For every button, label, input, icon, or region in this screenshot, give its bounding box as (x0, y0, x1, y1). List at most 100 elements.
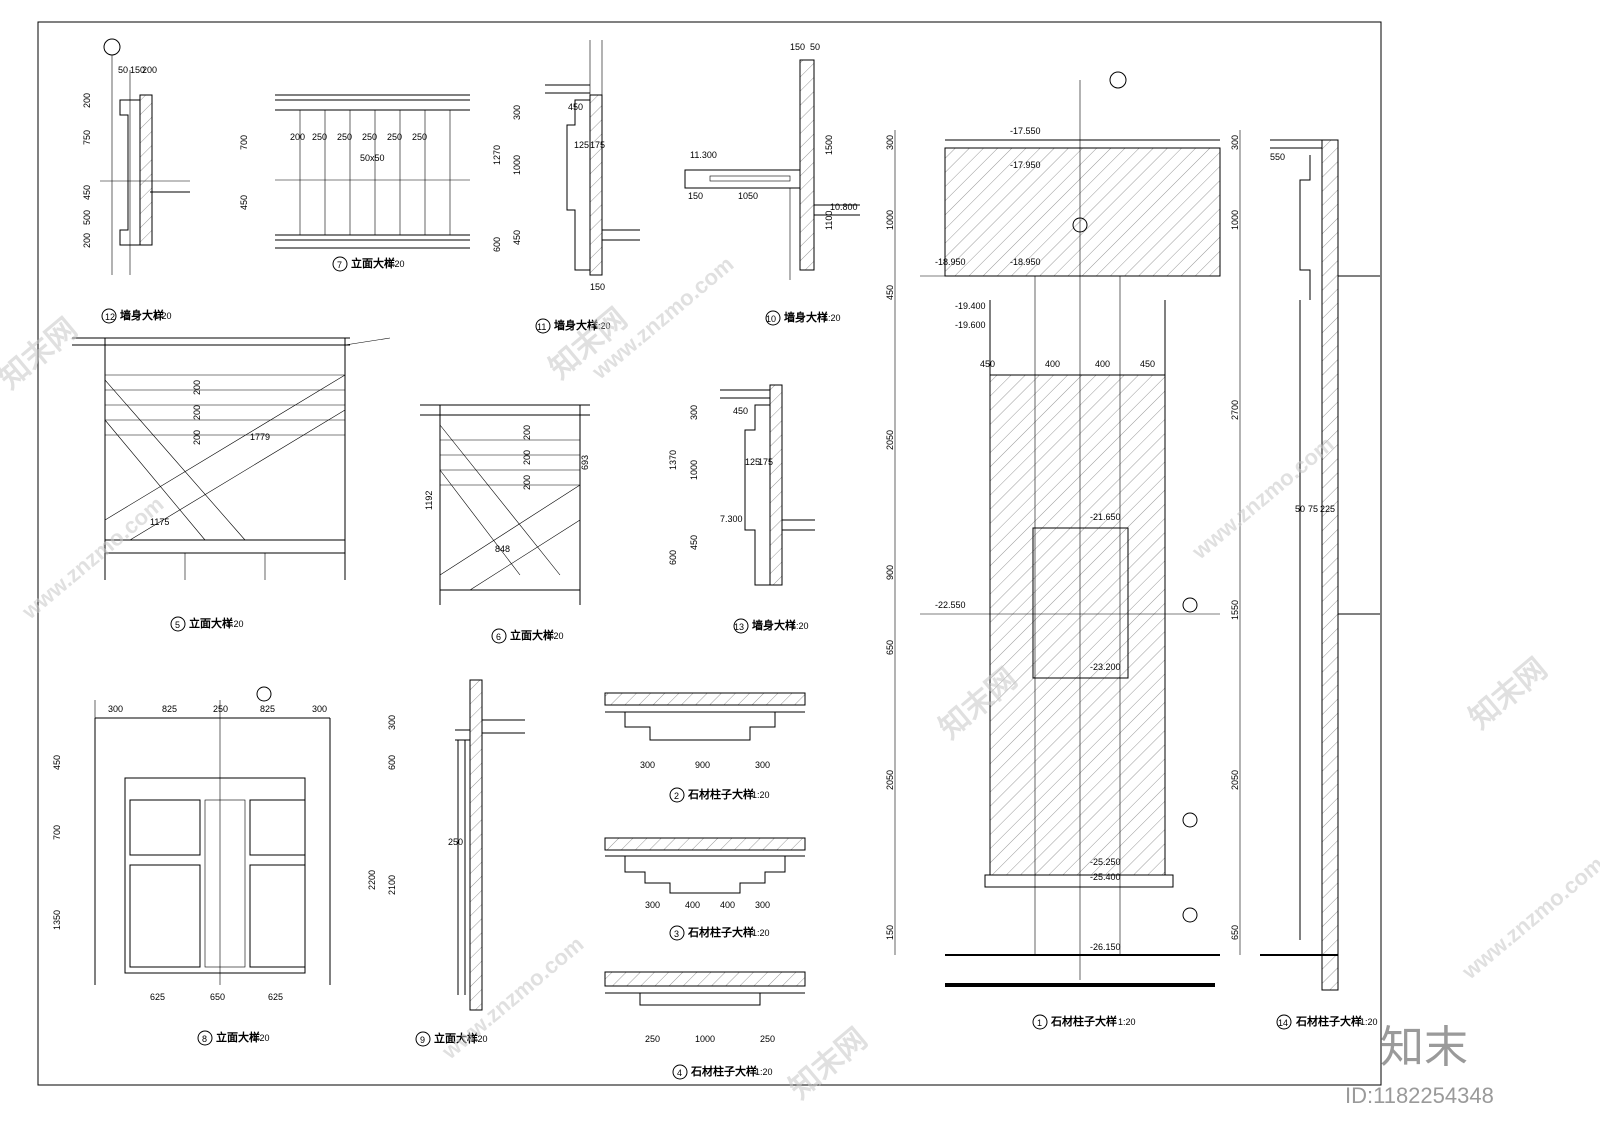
svg-text:www.znzmo.com: www.znzmo.com (436, 931, 588, 1064)
svg-text:300: 300 (108, 704, 123, 714)
svg-text:1000: 1000 (512, 155, 522, 175)
detail-title: 墙身大样 (120, 308, 164, 322)
svg-text:-17.950: -17.950 (1010, 160, 1041, 170)
svg-text:900: 900 (695, 760, 710, 770)
svg-text:175: 175 (590, 140, 605, 150)
detail-number: 10 (766, 314, 776, 324)
svg-text:250: 250 (362, 132, 377, 142)
detail-number: 1 (1037, 1018, 1042, 1028)
detail-title: 石材柱子大样 (1295, 1014, 1362, 1028)
svg-text:-18.950: -18.950 (1010, 257, 1041, 267)
detail-12: 50 150 200 200 750 450 500 200 12 墙身大样 1… (82, 38, 190, 324)
svg-text:-22.550: -22.550 (935, 600, 966, 610)
detail-4: 250 1000 250 4 石材柱子大样 1:20 (604, 971, 806, 1080)
svg-text:250: 250 (213, 704, 228, 714)
detail-1: -17.550 -17.950 -18.950 -18.950 -19.400 … (885, 71, 1221, 1030)
svg-text:www.znzmo.com: www.znzmo.com (1456, 851, 1600, 984)
svg-text:300: 300 (885, 135, 895, 150)
detail-scale: 1:20 (154, 311, 172, 321)
detail-3: 300 400 400 300 3 石材柱子大样 1:20 (604, 837, 806, 941)
svg-text:450: 450 (689, 535, 699, 550)
detail-scale: 1:20 (387, 259, 405, 269)
svg-text:200: 200 (192, 380, 202, 395)
svg-text:-23.200: -23.200 (1090, 662, 1121, 672)
svg-text:400: 400 (720, 900, 735, 910)
svg-text:250: 250 (337, 132, 352, 142)
svg-text:1100: 1100 (824, 211, 834, 230)
detail-11: 300 1270 1000 450 600 450 125 175 150 11… (492, 40, 640, 334)
detail-number: 4 (677, 1068, 682, 1078)
svg-text:400: 400 (1045, 359, 1060, 369)
svg-text:450: 450 (52, 755, 62, 770)
svg-text:125: 125 (745, 457, 760, 467)
detail-number: 8 (202, 1034, 207, 1044)
svg-text:50: 50 (1295, 504, 1305, 514)
svg-text:-18.950: -18.950 (935, 257, 966, 267)
svg-text:10.800: 10.800 (830, 202, 858, 212)
svg-text:200: 200 (290, 132, 305, 142)
svg-text:50x50: 50x50 (360, 153, 385, 163)
dim: 200 (142, 65, 157, 75)
detail-title: 墙身大样 (784, 310, 828, 324)
svg-text:450: 450 (1140, 359, 1155, 369)
svg-text:50: 50 (810, 42, 820, 52)
detail-number: 11 (537, 322, 546, 332)
svg-text:-21.650: -21.650 (1090, 512, 1121, 522)
svg-text:200: 200 (522, 450, 532, 465)
svg-text:650: 650 (885, 640, 895, 655)
detail-scale: 1:20 (593, 321, 611, 331)
svg-text:1050: 1050 (738, 191, 758, 201)
svg-text:650: 650 (210, 992, 225, 1002)
svg-text:1500: 1500 (824, 135, 834, 155)
svg-text:1350: 1350 (52, 910, 62, 930)
svg-text:250: 250 (448, 837, 463, 847)
svg-text:300: 300 (512, 105, 522, 120)
svg-text:300: 300 (1230, 135, 1240, 150)
svg-text:150: 150 (885, 925, 895, 940)
detail-scale: 1:20 (1118, 1017, 1136, 1027)
svg-text:300: 300 (387, 715, 397, 730)
svg-text:300: 300 (689, 405, 699, 420)
svg-text:1192: 1192 (424, 491, 434, 510)
svg-text:www.znzmo.com: www.znzmo.com (1186, 431, 1338, 564)
svg-text:知末网: 知末网 (1463, 652, 1553, 735)
image-id-watermark: ID:1182254348 (1345, 1083, 1494, 1108)
svg-text:450: 450 (885, 285, 895, 300)
svg-text:600: 600 (387, 755, 397, 770)
detail-2: 300 900 300 2 石材柱子大样 1:20 (604, 692, 806, 803)
detail-scale: 1:20 (1360, 1017, 1378, 1027)
svg-text:450: 450 (512, 230, 522, 245)
svg-text:2200: 2200 (367, 870, 377, 890)
svg-text:1779: 1779 (250, 432, 270, 442)
svg-text:300: 300 (645, 900, 660, 910)
detail-13: 300 1370 1000 450 600 450 125 175 7.300 … (668, 384, 815, 634)
detail-9: 300 600 2200 2100 250 9 立面大样 1:20 (367, 679, 525, 1047)
svg-text:400: 400 (685, 900, 700, 910)
svg-text:2700: 2700 (1230, 400, 1240, 420)
svg-text:200: 200 (192, 405, 202, 420)
detail-scale: 1:20 (226, 619, 244, 629)
svg-text:650: 650 (1230, 925, 1240, 940)
svg-text:1370: 1370 (668, 450, 678, 470)
svg-text:450: 450 (239, 195, 249, 210)
svg-text:-19.600: -19.600 (955, 320, 986, 330)
svg-text:125: 125 (574, 140, 589, 150)
svg-text:知末网: 知末网 (783, 1022, 873, 1105)
detail-8: 300 825 250 825 300 450 700 1350 625 650… (52, 686, 331, 1046)
svg-text:400: 400 (1095, 359, 1110, 369)
svg-text:200: 200 (522, 475, 532, 490)
svg-text:7.300: 7.300 (720, 514, 743, 524)
detail-title: 石材柱子大样 (690, 1064, 757, 1078)
detail-number: 2 (674, 791, 679, 801)
svg-text:200: 200 (522, 425, 532, 440)
svg-text:150: 150 (590, 282, 605, 292)
svg-text:2050: 2050 (885, 770, 895, 790)
sheet-border (37, 21, 1382, 1086)
svg-text:-25.400: -25.400 (1090, 872, 1121, 882)
svg-text:-26.150: -26.150 (1090, 942, 1121, 952)
detail-title: 立面大样 (510, 628, 554, 642)
detail-title: 墙身大样 (554, 318, 598, 332)
svg-text:600: 600 (492, 237, 502, 252)
detail-title: 立面大样 (216, 1030, 260, 1044)
